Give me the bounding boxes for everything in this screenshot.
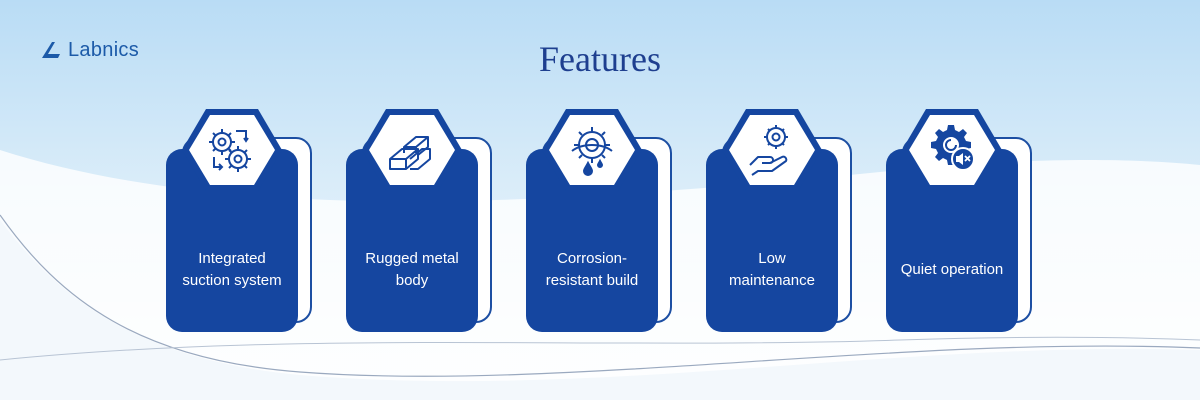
brand-name: Labnics xyxy=(68,38,140,61)
feature-card-metal-body: Rugged metal body xyxy=(346,107,496,333)
feature-label: Corrosion-resistant build xyxy=(545,250,639,289)
gear-water-drop-icon xyxy=(542,109,642,191)
feature-card-quiet: Quiet operation xyxy=(886,107,1036,333)
feature-label: Integrated suction system xyxy=(182,250,282,289)
feature-card-maintenance: Low maintenance xyxy=(706,107,856,333)
feature-label: Quiet operation xyxy=(900,261,1004,278)
brand-logo: Labnics xyxy=(38,38,139,62)
gears-cycle-icon xyxy=(182,109,282,191)
feature-label: Low maintenance xyxy=(729,250,815,289)
feature-card-corrosion: Corrosion-resistant build xyxy=(526,107,676,333)
gear-hand-icon xyxy=(722,109,822,191)
logo-mark-icon xyxy=(42,42,60,58)
feature-label: Rugged metal body xyxy=(365,250,459,289)
page-title: Features xyxy=(539,39,661,79)
metal-bars-icon xyxy=(362,109,462,191)
gear-mute-speaker-icon xyxy=(902,109,1002,191)
feature-card-suction: Integrated suction system xyxy=(166,107,316,333)
